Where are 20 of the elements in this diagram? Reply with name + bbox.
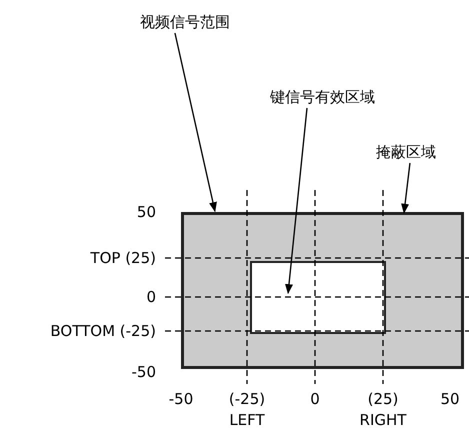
axis-label: 0 — [146, 288, 156, 306]
axis-label: -50 — [132, 363, 156, 381]
axis-label: RIGHT — [360, 411, 406, 429]
signal-range-rectangle — [181, 212, 464, 369]
area-label: 掩蔽区域 — [360, 143, 452, 163]
axis-label: (-25) — [228, 390, 266, 408]
area-label: 键信号有效区域 — [245, 88, 400, 108]
axis-label: LEFT — [229, 411, 265, 429]
leader-line — [401, 162, 411, 214]
axis-label: 50 — [136, 203, 156, 221]
leader-line — [285, 108, 308, 294]
axis-label: 50 — [440, 390, 460, 408]
axis-label: (25) — [368, 390, 398, 408]
axis-label: -50 — [168, 390, 194, 408]
leader-line — [174, 32, 217, 212]
axis-label: 0 — [310, 390, 320, 408]
axis-label: BOTTOM (-25) — [50, 322, 156, 340]
key-area-rectangle — [250, 261, 386, 334]
axis-label: TOP (25) — [90, 249, 156, 267]
area-label: 视频信号范围 — [110, 13, 260, 33]
